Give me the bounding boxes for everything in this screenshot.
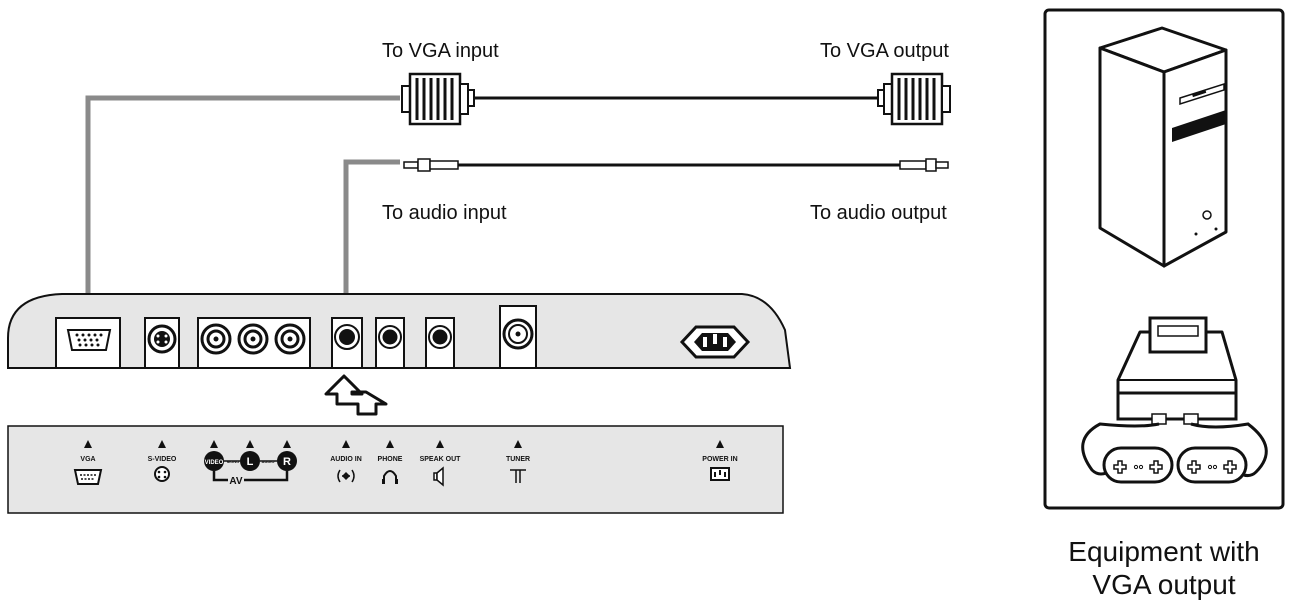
pc-tower-icon bbox=[1098, 26, 1228, 268]
vga-routing-cable bbox=[80, 95, 400, 314]
strip-label-vga: VGA bbox=[80, 456, 95, 463]
svideo-symbol-icon bbox=[154, 466, 170, 482]
av-symbol-group bbox=[204, 451, 297, 482]
label-vga-output: To VGA output bbox=[820, 40, 949, 62]
tv-back-panel bbox=[7, 293, 792, 369]
strip-label-av: AV bbox=[229, 476, 242, 487]
audio-plug-right bbox=[899, 158, 949, 172]
speaker-icon bbox=[433, 466, 444, 487]
audio-in-jack bbox=[331, 317, 363, 369]
label-audio-input: To audio input bbox=[382, 202, 507, 224]
strip-label-svideo: S-VIDEO bbox=[148, 456, 177, 463]
phone-jack bbox=[375, 317, 405, 369]
headphone-icon bbox=[382, 470, 398, 484]
vga-connector-right bbox=[877, 72, 951, 126]
strip-label-power-in: POWER IN bbox=[702, 456, 737, 463]
vga-symbol-icon bbox=[73, 469, 103, 485]
svideo-port bbox=[144, 317, 180, 369]
av-rca-ports bbox=[197, 317, 311, 369]
strip-label-speak-out: SPEAK OUT bbox=[420, 456, 462, 463]
audio-plug-left bbox=[403, 158, 459, 172]
antenna-icon bbox=[510, 469, 526, 483]
equipment-box bbox=[1043, 8, 1285, 510]
vga-cable bbox=[401, 72, 951, 126]
equipment-caption-line1: Equipment with bbox=[1068, 536, 1259, 567]
label-vga-input: To VGA input bbox=[382, 40, 499, 62]
tuner-port bbox=[499, 305, 537, 369]
game-console-icon bbox=[1081, 316, 1268, 484]
port-label-strip: VGA S-VIDEO VIDEO L R MONO AUDIO AV bbox=[7, 425, 784, 514]
strip-label-video: VIDEO bbox=[205, 460, 224, 466]
port-markers bbox=[84, 440, 724, 448]
vga-port bbox=[55, 317, 121, 369]
power-socket-icon bbox=[710, 467, 730, 481]
strip-label-audio: AUDIO bbox=[262, 459, 275, 464]
strip-label-l: L bbox=[247, 456, 254, 468]
strip-label-r: R bbox=[283, 456, 291, 468]
strip-label-phone: PHONE bbox=[378, 456, 403, 463]
strip-label-mono: MONO bbox=[227, 459, 239, 464]
audio-cable bbox=[403, 158, 949, 172]
equipment-caption-line2: VGA output bbox=[1092, 569, 1235, 600]
label-audio-output: To audio output bbox=[810, 202, 947, 224]
speak-out-jack bbox=[425, 317, 455, 369]
strip-label-audio-in: AUDIO IN bbox=[330, 456, 362, 463]
orientation-arrow-icon bbox=[324, 374, 388, 416]
audio-in-symbol-icon bbox=[337, 469, 355, 483]
power-in-socket bbox=[679, 325, 751, 359]
strip-label-tuner: TUNER bbox=[506, 456, 530, 463]
vga-connector-left bbox=[401, 72, 475, 126]
audio-routing-cable bbox=[338, 159, 400, 314]
